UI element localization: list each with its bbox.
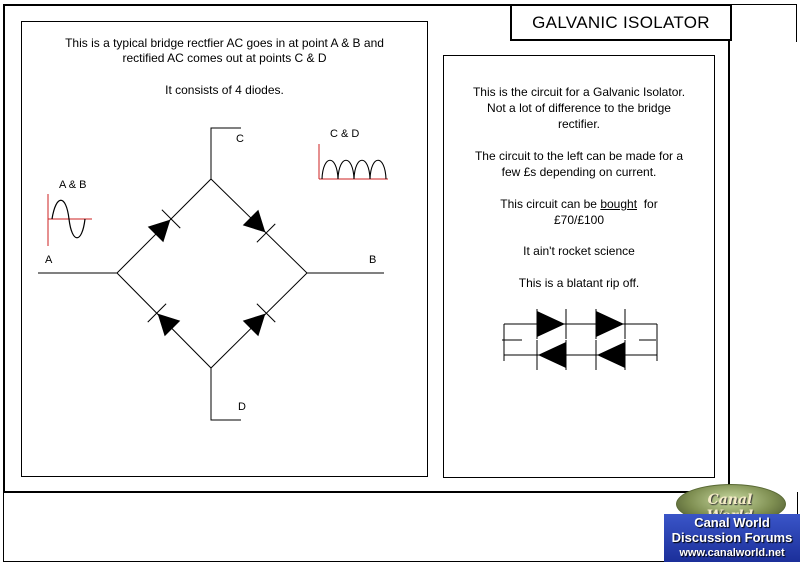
isolator-diode-bottom-2 xyxy=(595,340,626,370)
isolator-diode-bottom-1 xyxy=(536,340,567,370)
logo-line-1: Canal World xyxy=(694,515,770,530)
bought-prefix: This circuit can be xyxy=(500,197,601,211)
bought-line: This circuit can be bought for xyxy=(444,197,714,212)
ac-sine-wave-icon xyxy=(47,194,92,246)
intro-line-1: This is a typical bridge rectfier AC goe… xyxy=(65,36,384,50)
logo-line-2: Discussion Forums xyxy=(671,530,793,545)
wire-c xyxy=(210,127,241,179)
point-d-label: D xyxy=(238,401,246,413)
diode-lower-right xyxy=(242,303,276,337)
isolator-diagram xyxy=(502,309,658,370)
drawing-sheet xyxy=(3,4,730,493)
canal-world-logo[interactable]: Canal World Canal World Discussion Forum… xyxy=(664,484,800,562)
sheet-border-right xyxy=(729,4,797,42)
wire-d xyxy=(210,368,241,421)
logo-url: www.canalworld.net xyxy=(679,547,785,559)
rocket-science-line: It ain't rocket science xyxy=(523,244,635,258)
intro-line-2: rectified AC comes out at points C & D xyxy=(122,51,327,65)
description-line-1: This is the circuit for a Galvanic Isola… xyxy=(472,85,686,99)
point-b-label: B xyxy=(369,254,377,266)
rectified-wave-icon xyxy=(318,144,388,180)
diode-upper-left xyxy=(147,209,181,243)
ab-wave-label: A & B xyxy=(59,179,87,191)
cd-wave-label: C & D xyxy=(330,128,360,140)
bought-suffix: for xyxy=(637,197,658,211)
logo-band: Canal World Discussion Forums www.canalw… xyxy=(664,514,800,562)
diode-lower-left xyxy=(147,303,181,337)
bought-link[interactable]: bought xyxy=(600,197,638,211)
point-a-label: A xyxy=(45,254,53,266)
isolator-diode-top-1 xyxy=(536,309,567,339)
description-line-2: Not a lot of difference to the bridge xyxy=(487,101,671,115)
bridge-diamond xyxy=(116,178,308,369)
page-title: GALVANIC ISOLATOR xyxy=(532,12,710,32)
description-line-3: rectifier. xyxy=(557,117,600,131)
rip-off-line: This is a blatant rip off. xyxy=(518,276,640,290)
galvanic-isolator-panel: This is the circuit for a Galvanic Isola… xyxy=(443,55,715,478)
cost-line-2: few £s depending on current. xyxy=(501,165,657,179)
diode-upper-right xyxy=(242,209,276,243)
title-block: GALVANIC ISOLATOR xyxy=(510,4,732,41)
bridge-rectifier-diagram xyxy=(38,127,388,421)
diodes-note: It consists of 4 diodes. xyxy=(165,83,284,97)
isolator-diode-top-2 xyxy=(595,309,626,339)
bridge-rectifier-panel: This is a typical bridge rectfier AC goe… xyxy=(21,21,428,477)
cost-line-1: The circuit to the left can be made for … xyxy=(474,149,684,163)
point-c-label: C xyxy=(236,133,244,145)
price-line: £70/£100 xyxy=(553,213,605,227)
